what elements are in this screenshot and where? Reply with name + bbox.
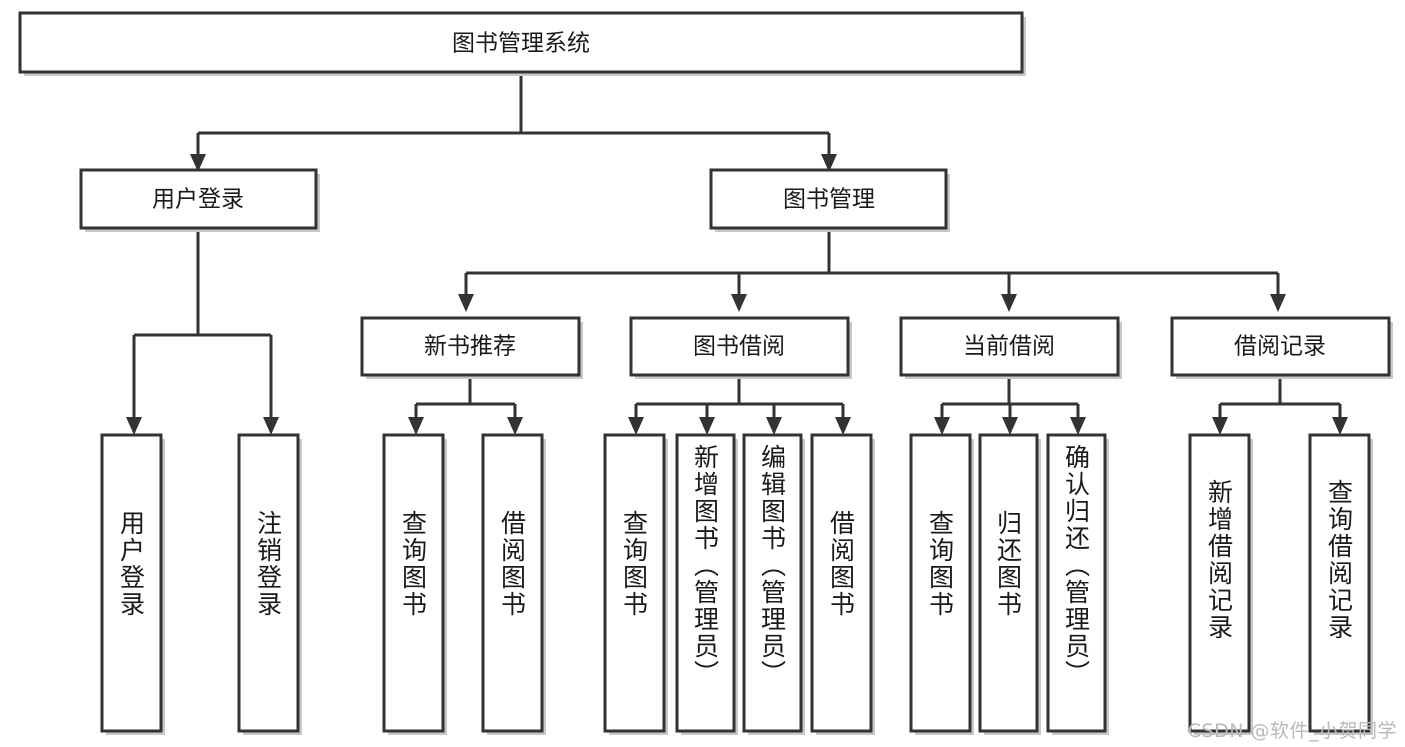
arrow-head-bb-leaf-2: [766, 417, 782, 435]
arrow-head-ul-leaf-1: [263, 417, 279, 435]
leaf-cb-0-box: [909, 433, 972, 733]
arrow-head-bb-leaf-3: [835, 417, 851, 435]
node-root-box: [18, 11, 1024, 74]
leaf-book-borrow-0[interactable]: [603, 433, 668, 735]
leaf-borrow-record-0[interactable]: [1188, 433, 1253, 735]
arrow-head-new-book: [458, 294, 474, 312]
leaf-new-book-0[interactable]: [382, 433, 447, 735]
arrow-head-br-leaf-0: [1212, 417, 1228, 435]
arrow-head-user-login: [190, 154, 206, 172]
arrow-head-cb-leaf-2: [1070, 417, 1086, 435]
leaf-ul-0-box: [100, 433, 163, 733]
leaf-ul-1-box: [237, 433, 300, 733]
leaf-book-borrow-1[interactable]: [675, 433, 738, 735]
leaf-book-borrow-3[interactable]: [810, 433, 875, 735]
leaf-new-book-1[interactable]: [481, 433, 546, 735]
arrow-head-book-borrow: [731, 294, 747, 312]
arrow-head-cb-leaf-1: [1002, 417, 1018, 435]
leaf-nb-0-box: [382, 433, 445, 733]
node-root-label: 图书管理系统: [452, 31, 590, 57]
node-user-login[interactable]: 用户登录: [79, 168, 320, 232]
arrow-head-nb-leaf-0: [408, 417, 424, 435]
arrow-head-borrow-record: [1270, 294, 1286, 312]
arrow-head-cb-leaf-0: [934, 417, 950, 435]
leaf-bb-0-box: [603, 433, 666, 733]
leaf-nb-1-box: [481, 433, 544, 733]
node-book-borrow[interactable]: 图书借阅: [629, 316, 852, 379]
node-root[interactable]: 图书管理系统: [18, 11, 1026, 76]
arrow-head-current-borrow: [1001, 294, 1017, 312]
watermark-text: CSDN @软件_小贺同学: [1187, 720, 1397, 742]
node-user-login-label: 用户登录: [152, 187, 244, 213]
arrow-head-bb-leaf-1: [699, 417, 715, 435]
node-book-manage-box: [709, 168, 948, 230]
node-new-book-box: [360, 316, 581, 377]
node-book-borrow-label: 图书借阅: [693, 334, 785, 360]
arrow-head-bb-leaf-0: [628, 417, 644, 435]
leaf-br-1-box: [1308, 433, 1371, 733]
node-borrow-record-label: 借阅记录: [1234, 334, 1326, 360]
node-book-borrow-box: [629, 316, 850, 377]
arrow-head-book-manage: [821, 154, 837, 172]
connector-group: [126, 72, 1348, 435]
leaf-cb-2-box: [1046, 433, 1107, 733]
node-borrow-record[interactable]: 借阅记录: [1170, 316, 1393, 379]
leaf-bb-2-box: [742, 433, 803, 733]
arrow-head-ul-leaf-0: [126, 417, 142, 435]
leaf-borrow-record-1[interactable]: [1308, 433, 1373, 735]
leaf-user-login-0[interactable]: [100, 433, 165, 735]
node-book-manage-label: 图书管理: [783, 187, 875, 213]
node-new-book-recommend[interactable]: 新书推荐: [360, 316, 583, 379]
node-current-borrow[interactable]: 当前借阅: [899, 316, 1122, 379]
leaf-current-borrow-1[interactable]: [978, 433, 1041, 735]
arrow-head-nb-leaf-1: [507, 417, 523, 435]
leaf-cb-1-box: [978, 433, 1039, 733]
node-new-book-label: 新书推荐: [424, 334, 516, 360]
leaf-bb-3-box: [810, 433, 873, 733]
arrow-head-br-leaf-1: [1332, 417, 1348, 435]
leaf-current-borrow-0[interactable]: [909, 433, 974, 735]
node-book-manage[interactable]: 图书管理: [709, 168, 950, 232]
node-borrow-record-box: [1170, 316, 1391, 377]
leaf-br-0-box: [1188, 433, 1251, 733]
leaf-bb-1-box: [675, 433, 736, 733]
leaf-current-borrow-2[interactable]: [1046, 433, 1109, 735]
leaf-book-borrow-2[interactable]: [742, 433, 805, 735]
node-current-borrow-label: 当前借阅: [963, 334, 1055, 360]
leaf-user-login-1[interactable]: [237, 433, 302, 735]
node-current-borrow-box: [899, 316, 1120, 377]
node-user-login-box: [79, 168, 318, 230]
